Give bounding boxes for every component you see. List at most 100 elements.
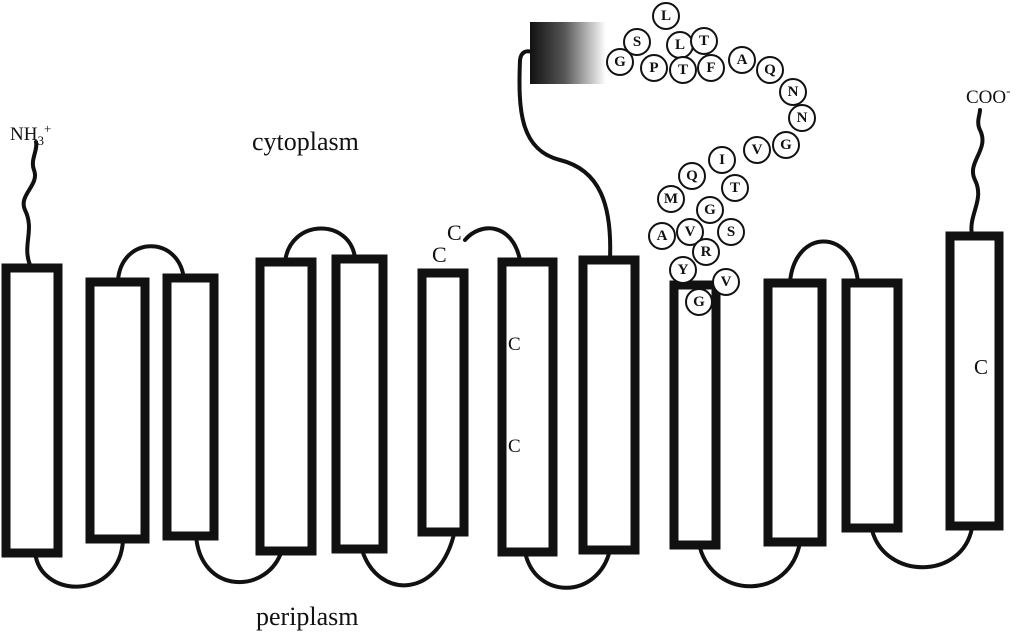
loop-h2-h3 (116, 244, 186, 282)
residue-g: G (606, 48, 634, 76)
helix-10 (763, 278, 827, 547)
residue-circle (756, 56, 784, 84)
residue-circle (788, 104, 816, 132)
residue-letter: A (657, 228, 668, 244)
periplasm-label: periplasm (256, 602, 359, 631)
residue-y: Y (669, 256, 697, 284)
cytoplasm-label: cytoplasm (252, 127, 359, 156)
residue-q: Q (756, 56, 784, 84)
residue-letter: G (614, 54, 626, 70)
residue-s: S (717, 218, 745, 246)
helix-9 (669, 280, 721, 550)
residue-a: A (648, 222, 676, 250)
residue-m: M (657, 185, 685, 213)
cysteine-label: C (508, 334, 521, 355)
n-terminus-label: NH3+ (10, 121, 51, 148)
residue-letter: R (701, 244, 712, 260)
residue-letter: T (678, 62, 688, 78)
helix-3 (162, 273, 219, 541)
residue-circle (697, 54, 725, 82)
helix-2 (85, 277, 150, 544)
loop-h10-h11 (788, 239, 860, 284)
n-terminal-tail (21, 140, 39, 267)
residue-n: N (779, 78, 807, 106)
residue-letter: I (719, 152, 725, 168)
residue-letter: T (730, 180, 740, 196)
helix-12 (945, 231, 1004, 531)
residue-g: G (772, 131, 800, 159)
residue-s: S (623, 28, 651, 56)
loop-h1-h2 (33, 538, 125, 589)
residue-f: F (697, 54, 725, 82)
transmembrane-helices (1, 231, 1004, 558)
residue-letter: P (649, 60, 658, 76)
c-terminal-tail (969, 108, 985, 237)
residue-letter: G (780, 137, 792, 153)
residue-q: Q (678, 162, 706, 190)
residue-n: N (788, 104, 816, 132)
residue-t: T (690, 27, 718, 55)
residue-circle (712, 268, 740, 296)
residue-letter: F (706, 60, 715, 76)
helix-11 (841, 278, 903, 533)
residue-l: L (666, 31, 694, 59)
c-terminus-label: COO- (966, 83, 1010, 108)
residue-circle (669, 56, 697, 84)
residue-letter: Y (678, 262, 689, 278)
helix-1 (1, 263, 63, 558)
loop-h8-tag (517, 49, 613, 260)
residue-circle (728, 46, 756, 74)
cysteine-label: C (432, 242, 447, 267)
helix-8 (578, 255, 640, 555)
residue-circle (743, 136, 771, 164)
helix-6 (417, 268, 469, 537)
residue-v: V (712, 268, 740, 296)
residue-letter: T (699, 33, 709, 49)
loop-h11-h12 (870, 526, 974, 570)
epitope-tag-block (530, 22, 606, 84)
residue-circle (721, 174, 749, 202)
residue-letter: L (675, 37, 685, 53)
residue-letter: N (788, 84, 799, 100)
residue-circle (685, 288, 713, 316)
residue-letter: N (797, 110, 808, 126)
residue-circle (606, 48, 634, 76)
residue-i: I (708, 146, 736, 174)
residue-circle (717, 218, 745, 246)
residue-g: G (685, 288, 713, 316)
residue-circle (772, 131, 800, 159)
residue-letter: L (661, 8, 671, 24)
helix-7 (497, 257, 558, 557)
residue-circle (692, 238, 720, 266)
residue-circle (696, 196, 724, 224)
loop-h5-h6 (360, 528, 457, 588)
residue-letter: V (685, 224, 696, 240)
loop-h4-h5 (283, 226, 357, 264)
residue-letter: V (721, 274, 732, 290)
residue-p: P (640, 54, 668, 82)
residue-a: A (728, 46, 756, 74)
residue-letter: G (704, 202, 716, 218)
helix-4 (255, 257, 317, 556)
loop-h9-h10 (698, 540, 802, 589)
loop-h7-h8 (523, 548, 612, 590)
residue-letter: V (752, 142, 763, 158)
residue-letter: S (727, 224, 735, 240)
residue-t: T (669, 56, 697, 84)
loop-h3-h4 (194, 533, 284, 584)
residue-v: V (676, 218, 704, 246)
residue-circle (652, 2, 680, 30)
residue-letter: Q (686, 168, 698, 184)
residue-circle (648, 222, 676, 250)
residue-t: T (721, 174, 749, 202)
residue-circle (657, 185, 685, 213)
residue-circle (690, 27, 718, 55)
residue-letter: Q (764, 62, 776, 78)
residue-circle (669, 256, 697, 284)
residue-letter: S (633, 34, 641, 50)
cysteine-label: C (974, 355, 988, 379)
residue-letter: A (737, 52, 748, 68)
residue-letter: M (664, 191, 678, 207)
